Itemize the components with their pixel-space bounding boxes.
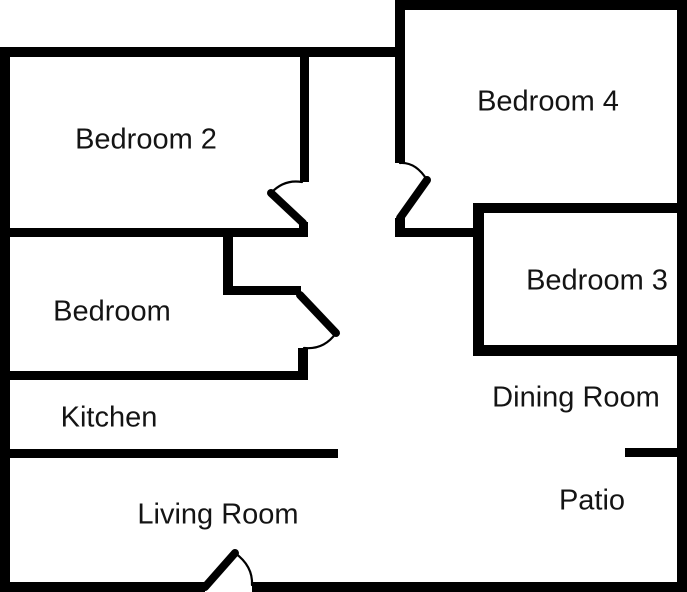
wall-outer-top-left [0,47,405,57]
wall-kitchen-bottom [0,449,338,458]
wall-nook-vertical [223,228,233,295]
room-label-living-room: Living Room [137,498,299,531]
bedroom4-door [396,161,431,222]
wall-nook-horizontal [223,286,301,295]
room-label-patio: Patio [558,484,626,517]
room-label-kitchen: Kitchen [60,401,158,434]
wall-bedroom4-left-stub [395,218,405,237]
living-room-door-swing-arc [233,551,254,587]
wall-outer-bottom-left [0,582,205,592]
wall-patio-divider [625,448,687,457]
bedroom-door-swing-arc [302,331,338,350]
room-label-bedroom-2: Bedroom 2 [75,123,217,156]
room-label-bedroom-3: Bedroom 3 [526,264,668,297]
wall-bedroom4-left-upper [395,0,405,163]
living-room-door [201,549,254,591]
wall-bedroom3-top [473,203,687,213]
room-label-bedroom: Bedroom [53,295,171,328]
bedroom4-door-swing-arc [398,161,429,182]
wall-bedroom3-bottom [473,345,687,356]
wall-bedroom4-bottom [395,228,483,237]
wall-bedroom-bottom [0,371,308,380]
wall-outer-bottom-right [252,582,687,592]
bedroom-door-leaf [296,291,340,337]
bedroom4-door-leaf [396,176,431,222]
wall-bedroom2-right-upper [300,47,309,182]
wall-bedroom2-bottom [0,228,307,237]
wall-outer-left [0,47,10,592]
bedroom2-door-leaf [267,189,307,227]
wall-bedroom3-left [473,203,484,356]
bedroom2-door [267,180,307,227]
room-label-dining-room: Dining Room [492,381,660,414]
bedroom-door [296,291,340,350]
bedroom2-door-swing-arc [269,180,304,195]
wall-outer-top-right [395,0,687,10]
wall-outer-right [677,0,687,592]
room-label-bedroom-4: Bedroom 4 [477,85,619,118]
wall-bedroom-door-stub [298,348,308,380]
living-room-door-leaf [201,549,239,591]
